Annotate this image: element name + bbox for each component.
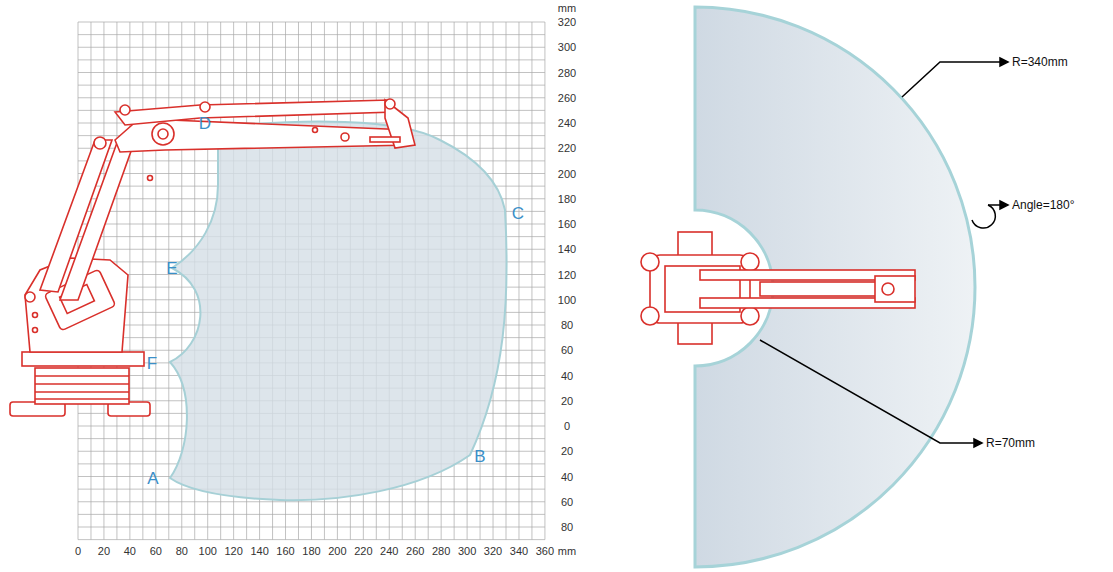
grid-line [78,514,545,515]
axis-tick-label: 200 [558,168,576,179]
axis-tick-label: 80 [176,546,188,557]
point-label: C [512,205,524,222]
axis-tick-label: 100 [199,546,217,557]
point-label: F [147,355,157,372]
axis-tick-label: 300 [458,546,476,557]
axis-tick-label: 140 [558,244,576,255]
point-label: D [199,115,211,132]
axis-unit: mm [558,3,576,14]
grid-line [78,47,545,48]
grid-line [518,22,519,540]
axis-tick-label: 100 [558,294,576,305]
axis-tick-label: 240 [380,546,398,557]
axis-tick-label: 60 [561,496,573,507]
grid-line [78,539,545,540]
axis-tick-label: 260 [406,546,424,557]
dimension-label: R=70mm [986,437,1035,449]
side-workspace [170,122,507,501]
axis-tick-label: 180 [302,546,320,557]
dimension-label: R=340mm [1012,56,1068,68]
grid-line [544,22,545,540]
axis-tick-label: 320 [558,17,576,28]
axis-tick-label: 340 [510,546,528,557]
axis-tick-label: 240 [558,118,576,129]
robot-arm-side [10,99,415,416]
robot-arm-top [641,232,915,344]
axis-tick-label: 20 [98,546,110,557]
axis-tick-label: 300 [558,42,576,53]
grid-line [78,59,545,60]
axis-tick-label: 260 [558,92,576,103]
axis-tick-label: 20 [561,395,573,406]
grid-line [142,22,143,540]
grid-line [78,501,545,502]
axis-tick-label: 280 [432,546,450,557]
axis-tick-label: 0 [564,421,570,432]
axis-tick-label: 80 [561,320,573,331]
grid-line [155,22,156,540]
axis-tick-label: 20 [561,446,573,457]
grid-line [78,85,545,86]
axis-tick-label: 360 [536,546,554,557]
axis-tick-label: 120 [224,546,242,557]
grid-line [78,527,545,528]
axis-tick-label: 60 [561,345,573,356]
axis-tick-label: 160 [558,219,576,230]
axis-tick-label: 160 [276,546,294,557]
grid-line [78,72,545,73]
axis-tick-label: 220 [558,143,576,154]
axis-tick-label: 0 [75,546,81,557]
grid-line [531,22,532,540]
axis-tick-label: 120 [558,269,576,280]
point-label: E [166,260,177,277]
axis-tick-label: 40 [561,471,573,482]
grid-line [129,22,130,540]
axis-tick-label: 40 [124,546,136,557]
axis-tick-label: 80 [561,522,573,533]
point-label: B [474,448,485,465]
axis-tick-label: 180 [558,193,576,204]
grid-line [168,22,169,540]
axis-tick-label: 320 [484,546,502,557]
axis-tick-label: 60 [150,546,162,557]
grid-line [78,34,545,35]
axis-tick-label: 200 [328,546,346,557]
axis-tick-label: 220 [354,546,372,557]
axis-tick-label: 280 [558,67,576,78]
dimension-label: Angle=180° [1012,199,1075,211]
grid-line [78,22,545,23]
axis-tick-label: 40 [561,370,573,381]
point-label: A [147,470,158,487]
axis-tick-label: 140 [250,546,268,557]
grid [78,22,545,540]
grid-line [78,97,545,98]
leader-lines [760,58,1008,447]
axis-unit: mm [558,546,576,557]
